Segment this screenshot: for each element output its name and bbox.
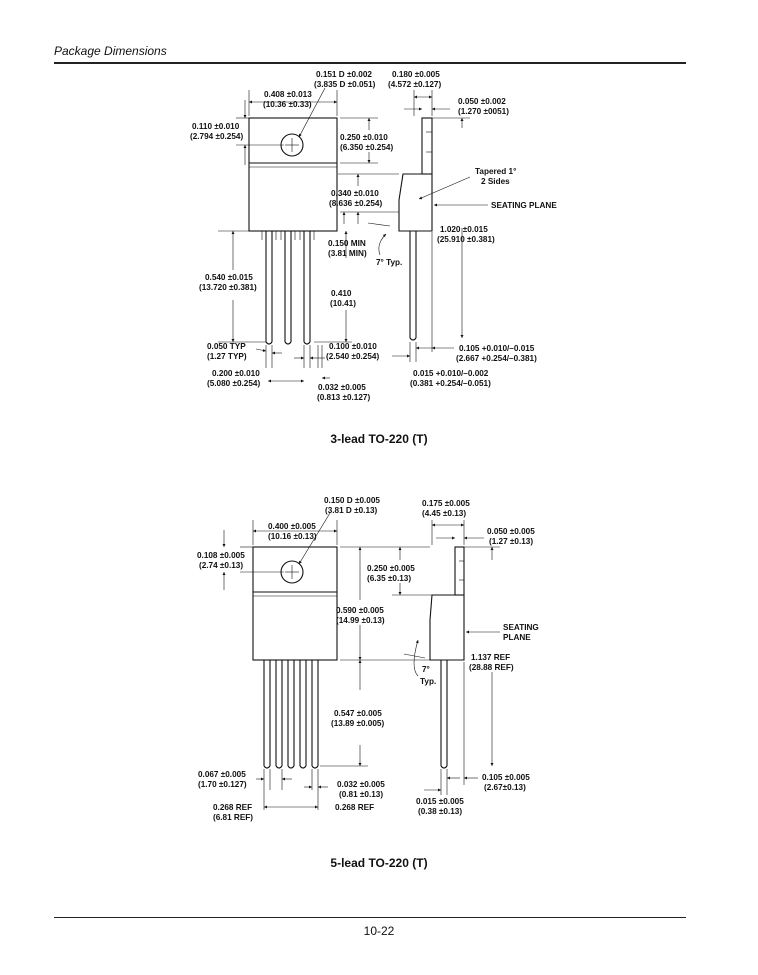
hole-pos-mm: (6.350 ±0.254) — [340, 143, 393, 152]
ref-dim-in: 0.410 — [331, 289, 352, 298]
lead-t-mm: (0.381 +0.254/–0.051) — [410, 379, 491, 388]
ref-dim-mm: (10.41) — [330, 299, 356, 308]
tab-thickness-mm: (4.572 ±0.127) — [388, 80, 441, 89]
top-dim-in: 0.110 ±0.010 — [192, 122, 240, 131]
lead-w-in: 0.032 ±0.005 — [318, 383, 366, 392]
lead-w-mm: (0.813 ±0.127) — [317, 393, 370, 402]
span-in: 0.200 ±0.010 — [212, 369, 260, 378]
angle-label: 7° — [422, 665, 430, 674]
drawing-3lead: 0.151 D ±0.002 (3.835 D ±0.051) 0.180 ±0… — [190, 70, 557, 402]
page-number: 10-22 — [363, 924, 395, 938]
lead-thickness-in: 0.050 ±0.002 — [458, 97, 506, 106]
front-view-3lead — [248, 117, 338, 345]
lead-length-in: 0.540 ±0.015 — [205, 273, 253, 282]
plane-label: PLANE — [503, 633, 531, 642]
top-dim-in: 0.108 ±0.005 — [197, 551, 245, 560]
labels-5lead: 0.150 D ±0.005 (3.81 D ±0.13) 0.175 ±0.0… — [197, 496, 539, 822]
body-height-in: 0.590 ±0.005 — [336, 606, 384, 615]
header-rule — [54, 62, 686, 64]
span-in: 0.268 REF — [213, 803, 252, 812]
body-height-mm: (14.99 ±0.13) — [336, 616, 385, 625]
hole-dim-in: 0.150 D ±0.005 — [324, 496, 380, 505]
top-dim-mm: (2.794 ±0.254) — [190, 132, 243, 141]
pitch-typ-in: 0.050 TYP — [207, 342, 246, 351]
span-mm: (6.81 REF) — [213, 813, 253, 822]
overall-length-in: 1.137 REF — [471, 653, 510, 662]
tapered-label: Tapered 1° — [475, 167, 516, 176]
pitch-mm: (2.540 ±0.254) — [326, 352, 379, 361]
hole-dim-mm: (3.835 D ±0.051) — [314, 80, 376, 89]
overall-length-mm: (28.88 REF) — [469, 663, 514, 672]
drawing-5lead: 0.150 D ±0.005 (3.81 D ±0.13) 0.175 ±0.0… — [197, 496, 539, 822]
lead-length-mm: (13.89 ±0.005) — [331, 719, 384, 728]
lead-w-in: 0.032 ±0.005 — [337, 780, 385, 789]
width-dim-mm: (10.36 ±0.33) — [263, 100, 312, 109]
lead-offset-mm: (2.667 +0.254/–0.381) — [456, 354, 537, 363]
width-dim-in: 0.400 ±0.005 — [268, 522, 316, 531]
dimension-lines-5lead — [222, 512, 500, 810]
dimension-lines-3lead — [218, 87, 488, 383]
hole-pos-mm: (6.35 ±0.13) — [367, 574, 411, 583]
tab-outline — [252, 546, 338, 661]
hole-dim-mm: (3.81 D ±0.13) — [325, 506, 378, 515]
side-view-3lead — [398, 117, 433, 341]
tab-thickness-in: 0.175 ±0.005 — [422, 499, 470, 508]
leads-5lead — [263, 660, 319, 769]
tab-thickness-mm: (4.45 ±0.13) — [422, 509, 466, 518]
width-dim-mm: (10.16 ±0.13) — [268, 532, 317, 541]
lead-offset-mm: (2.67±0.13) — [484, 783, 526, 792]
lead-offset-in: 0.105 +0.010/–0.015 — [459, 344, 535, 353]
pitch-mm: (1.70 ±0.127) — [198, 780, 247, 789]
width-dim-in: 0.408 ±0.013 — [264, 90, 312, 99]
footer-rule — [54, 917, 686, 919]
hole-pos-in: 0.250 ±0.005 — [367, 564, 415, 573]
pitch-in: 0.067 ±0.005 — [198, 770, 246, 779]
min-dim-mm: (3.81 MIN) — [328, 249, 367, 258]
lead-t-in: 0.015 +0.010/–0.002 — [413, 369, 489, 378]
caption-5lead: 5-lead TO-220 (T) — [330, 856, 428, 870]
leads-3lead — [261, 231, 315, 345]
lead-t-in: 0.015 ±0.005 — [416, 797, 464, 806]
lead-thickness-mm: (1.270 ±0051) — [458, 107, 509, 116]
angle-typ-label: 7° Typ. — [376, 258, 402, 267]
body-height-mm: (8.636 ±0.254) — [329, 199, 382, 208]
span-mm: (5.080 ±0.254) — [207, 379, 260, 388]
min-dim-in: 0.150 MIN — [328, 239, 366, 248]
side-view-5lead — [429, 546, 465, 769]
hole-dim-in: 0.151 D ±0.002 — [316, 70, 372, 79]
span-ref-label: 0.268 REF — [335, 803, 374, 812]
typ-label: Typ. — [420, 677, 436, 686]
lead-t-mm: (0.38 ±0.13) — [418, 807, 462, 816]
top-dim-mm: (2.74 ±0.13) — [199, 561, 243, 570]
pitch-in: 0.100 ±0.010 — [329, 342, 377, 351]
front-view-5lead — [252, 546, 338, 769]
tapered-sides-label: 2 Sides — [481, 177, 510, 186]
tab-thickness-in: 0.180 ±0.005 — [392, 70, 440, 79]
lead-length-mm: (13.720 ±0.381) — [199, 283, 257, 292]
tab-outline — [248, 117, 338, 232]
overall-length-in: 1.020 ±0.015 — [440, 225, 488, 234]
lead-offset-in: 0.105 ±0.005 — [482, 773, 530, 782]
overall-length-mm: (25.910 ±0.381) — [437, 235, 495, 244]
seating-plane-label: SEATING PLANE — [491, 201, 557, 210]
pitch-typ-mm: (1.27 TYP) — [207, 352, 247, 361]
seating-label: SEATING — [503, 623, 539, 632]
hole-pos-in: 0.250 ±0.010 — [340, 133, 388, 142]
lead-length-in: 0.547 ±0.005 — [334, 709, 382, 718]
lead-thickness-in: 0.050 ±0.005 — [487, 527, 535, 536]
caption-3lead: 3-lead TO-220 (T) — [330, 432, 428, 446]
lead-w-mm: (0.81 ±0.13) — [339, 790, 383, 799]
page-header-title: Package Dimensions — [54, 44, 167, 58]
lead-thickness-mm: (1.27 ±0.13) — [489, 537, 533, 546]
body-height-in: 0.340 ±0.010 — [331, 189, 379, 198]
labels-3lead: 0.151 D ±0.002 (3.835 D ±0.051) 0.180 ±0… — [190, 70, 557, 402]
